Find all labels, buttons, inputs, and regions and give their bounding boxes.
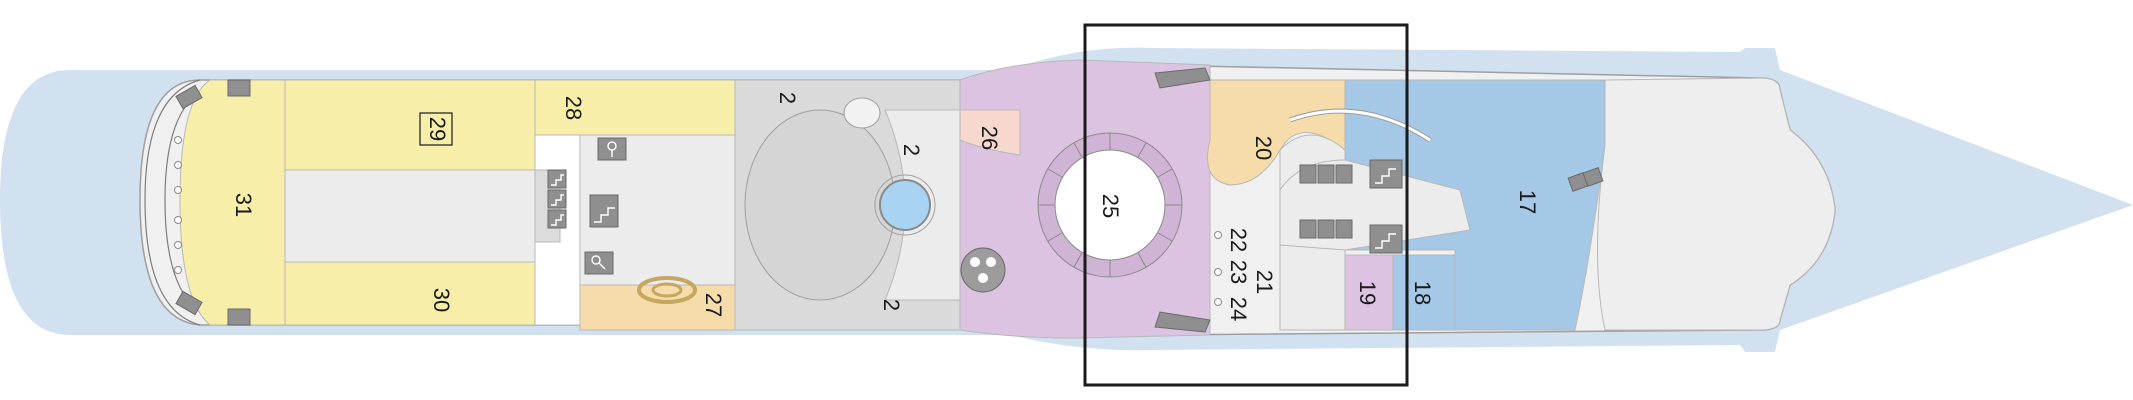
- forward-zone: [1597, 77, 1836, 331]
- ring-icon: [637, 276, 697, 304]
- curved-screen-inner: [1289, 109, 1431, 142]
- area-label-29: 29: [425, 117, 450, 141]
- elevator-icon: [1299, 164, 1353, 239]
- area-label-17: 17: [1515, 190, 1540, 214]
- area-label-27: 27: [701, 293, 726, 317]
- area-label-23: 23: [1226, 260, 1251, 284]
- pool: [879, 179, 931, 231]
- pool-rim: [874, 174, 936, 236]
- area-29[interactable]: [284, 79, 536, 171]
- area-27[interactable]: [579, 284, 736, 331]
- area-label-22: 22: [1226, 228, 1251, 252]
- rotunda-dividers: [1038, 133, 1182, 277]
- area-29-box: [419, 112, 453, 146]
- area-label-21: 21: [1252, 270, 1277, 294]
- area-label-31: 31: [231, 193, 256, 217]
- wheelchair-icon: [1567, 167, 1604, 192]
- area-label-30: 30: [429, 288, 454, 312]
- selection-frame: [1083, 23, 1409, 387]
- stern-rim: [144, 79, 201, 326]
- area-20[interactable]: [1207, 79, 1346, 186]
- area-19[interactable]: [1344, 254, 1394, 331]
- stairs-icon: [1154, 67, 1211, 333]
- stairs-icon: [547, 169, 567, 229]
- stern-rail-icon: [175, 84, 203, 316]
- atrium-oval: [744, 109, 896, 301]
- area-label-20: 20: [1251, 136, 1276, 160]
- area-30[interactable]: [284, 261, 536, 326]
- area-31[interactable]: [179, 79, 286, 326]
- area-26[interactable]: [959, 109, 1021, 156]
- restroom-icon: [597, 137, 627, 161]
- area-label-26: 26: [977, 126, 1002, 150]
- area-label-25: 25: [1098, 194, 1123, 218]
- elevator-icon: [960, 247, 1006, 293]
- area-label-18: 18: [1410, 281, 1435, 305]
- area-label-2-bottom: 2: [879, 299, 904, 311]
- area-label-2-top: 2: [775, 92, 800, 104]
- area-18[interactable]: [1392, 254, 1456, 331]
- area-label-24: 24: [1226, 297, 1251, 321]
- area-label-19: 19: [1355, 281, 1380, 305]
- area-label-2-mid: 2: [899, 144, 924, 156]
- restroom-icon: [584, 251, 614, 275]
- stairs-icon: [589, 194, 619, 228]
- area-label-28: 28: [561, 96, 586, 120]
- small-oval: [843, 97, 881, 129]
- stairs-icon: [1369, 159, 1403, 254]
- dots-icon: [174, 136, 1222, 306]
- stairs-icon: [227, 79, 251, 326]
- area-corridor-aft: [284, 169, 536, 263]
